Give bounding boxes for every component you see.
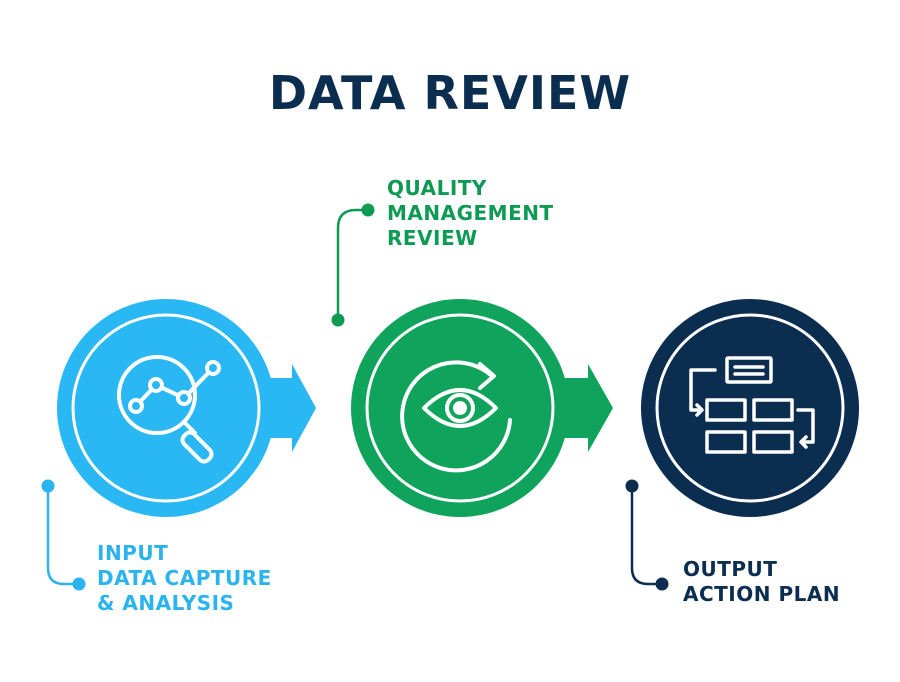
- input-connector: [41, 479, 86, 591]
- quality-inner-ring: [365, 313, 555, 503]
- output-connector: [625, 479, 669, 591]
- magnifier-data-icon: [117, 355, 221, 464]
- input-label-line: DATA CAPTURE: [97, 566, 272, 590]
- input-label-line: INPUT: [97, 541, 169, 565]
- quality-label: QUALITY MANAGEMENT REVIEW: [387, 176, 554, 251]
- quality-arrow: [560, 364, 613, 452]
- quality-label-line: QUALITY: [387, 176, 487, 200]
- quality-label-line: REVIEW: [387, 226, 478, 250]
- output-label-line: ACTION PLAN: [683, 582, 841, 606]
- quality-label-line: MANAGEMENT: [387, 201, 554, 225]
- input-arrow: [262, 364, 316, 452]
- output-circle: [641, 299, 859, 517]
- quality-connector: [331, 203, 375, 327]
- input-stage: [57, 299, 316, 517]
- input-circle: [57, 299, 275, 517]
- output-stage: [641, 299, 859, 517]
- input-label-line: & ANALYSIS: [97, 591, 235, 615]
- quality-stage: [351, 299, 613, 517]
- flowchart-icon: [689, 356, 815, 454]
- output-label-line: OUTPUT: [683, 557, 778, 581]
- input-inner-ring: [71, 313, 261, 503]
- output-inner-ring: [655, 313, 845, 503]
- page-title: DATA REVIEW: [268, 66, 632, 120]
- input-label: INPUT DATA CAPTURE & ANALYSIS: [97, 541, 272, 616]
- output-label: OUTPUT ACTION PLAN: [683, 557, 840, 607]
- eye-refresh-icon: [400, 360, 512, 473]
